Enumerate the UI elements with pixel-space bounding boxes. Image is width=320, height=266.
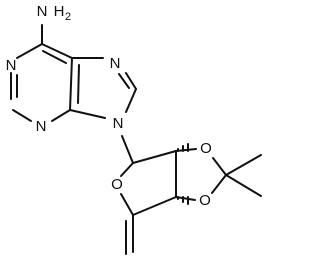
amine-sub-label: 2 [65, 11, 71, 23]
bond-o-c1 [120, 162, 134, 177]
n1-label: N [6, 57, 17, 74]
bond-c4-c5 [69, 57, 73, 111]
furanose-ring: O [111, 150, 177, 216]
bond-n7-c8-double [118, 73, 130, 89]
bond-n9-c1prime [121, 135, 134, 164]
bond-c4-o [120, 193, 134, 216]
molecule-diagram: N H 2 N N N N O [6, 3, 262, 255]
dioxolane-o-bottom-label: O [199, 192, 211, 209]
bond-n3-c4 [51, 109, 71, 122]
bond-c6-n1 [16, 43, 43, 59]
bond-c4-c5-inner [77, 64, 80, 104]
stereo-hash-c2 [177, 143, 189, 152]
bond-n9-c4 [69, 109, 106, 119]
n3-label: N [36, 118, 47, 135]
bond-c1-c2 [132, 150, 177, 164]
ring-o-label: O [111, 176, 123, 193]
bond-otop-cq [212, 157, 227, 176]
n7-label: N [110, 55, 121, 72]
bond-c3-c4 [132, 196, 177, 216]
n9-label: N [113, 115, 124, 132]
bond-c2-n3 [12, 109, 32, 122]
structure-canvas: N H 2 N N N N O [6, 3, 262, 255]
bond-c8-n9 [125, 88, 137, 113]
imidazole-ring [69, 57, 137, 119]
bond-c5-c6-double [42, 50, 67, 64]
bond-cq-me1 [225, 154, 262, 176]
amine-group: N H 2 [37, 3, 71, 45]
bond-cq-me2 [225, 174, 262, 197]
gem-dimethyl [225, 154, 262, 197]
amine-h-label: H [54, 3, 65, 20]
bond-n7-c8 [125, 72, 137, 90]
stereo-hash-c3 [177, 196, 189, 205]
amine-n-label: N [37, 3, 48, 20]
dioxolane-o-top-label: O [200, 140, 212, 157]
dioxolane-ring: O O [175, 140, 227, 209]
bond-c2-otop [175, 148, 197, 152]
bond-c5-c6 [41, 43, 73, 59]
pyrimidine-ring [10, 43, 73, 122]
bond-obot-cq [211, 174, 227, 194]
bond-c3-obot [175, 196, 196, 201]
methylene-group [125, 214, 134, 255]
